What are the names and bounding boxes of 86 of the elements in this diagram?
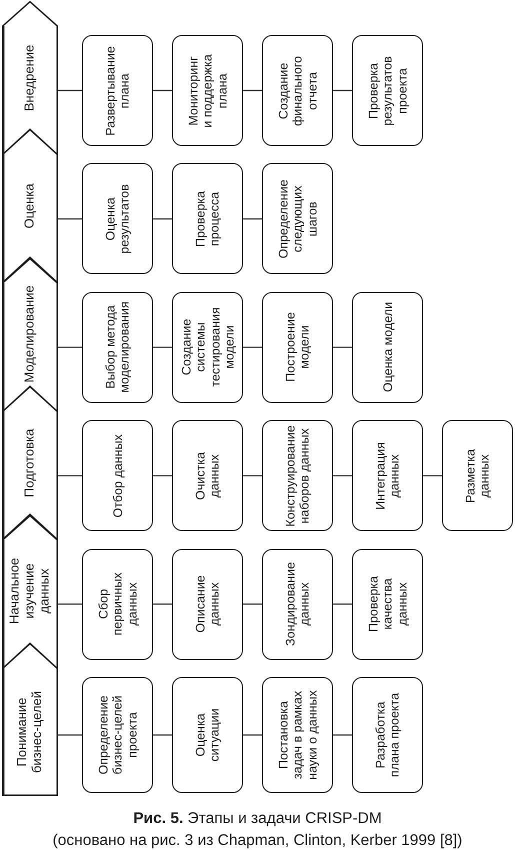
- connector-line: [423, 475, 442, 476]
- connector-line: [153, 604, 172, 605]
- task-label: Интеграция данных: [373, 440, 402, 512]
- connector-line: [243, 218, 262, 220]
- phase-label: Понимание бизнес-целей: [15, 690, 45, 776]
- caption-note: (основано на рис. 3 из Chapman, Clinton, Kerber 1999 [8]): [52, 832, 464, 849]
- task-label: Разметка данных: [463, 448, 492, 505]
- task-box: [262, 677, 333, 793]
- phase-band: [2, 386, 58, 540]
- phase-label: Моделирование: [22, 284, 38, 386]
- task-box: [352, 548, 423, 660]
- task-box: [82, 677, 153, 793]
- task-box: [352, 35, 423, 146]
- task-label: Определение бизнес-целей проекта: [96, 695, 140, 775]
- phase-label: Внедрение: [22, 43, 38, 113]
- connector-line: [243, 346, 262, 348]
- task-label: Зондирование данных: [283, 561, 312, 648]
- task-label: Проверка процесса: [193, 190, 222, 249]
- connector-line: [153, 218, 172, 220]
- connector-line: [243, 90, 262, 92]
- phase-band: [2, 514, 58, 668]
- task-box: [82, 292, 153, 403]
- connector-line: [333, 346, 352, 348]
- task-label: Создание системы тестирования модели: [178, 306, 236, 390]
- task-label: Очистка данных: [193, 450, 222, 502]
- phase-label: Подготовка: [22, 428, 38, 500]
- connector-line: [58, 90, 82, 92]
- task-box: [172, 35, 243, 146]
- task-box: [82, 548, 153, 660]
- task-label: Описание данных: [193, 574, 222, 635]
- task-box: [442, 420, 513, 532]
- task-label: Оценка модели: [380, 301, 395, 394]
- phase-label: Начальное изучение данных: [8, 557, 52, 626]
- task-box: [82, 420, 153, 532]
- task-label: Постановка задач в рамках науки о данных: [276, 689, 320, 782]
- task-box: [172, 420, 243, 532]
- connector-line: [58, 218, 82, 220]
- connector-line: [58, 346, 82, 348]
- task-label: Создание финального отчета: [276, 54, 320, 128]
- task-box: [172, 677, 243, 793]
- phase-band: [2, 258, 58, 412]
- connector-line: [333, 90, 352, 92]
- connector-line: [333, 475, 352, 476]
- task-label: Разработка плана проекта: [373, 692, 402, 780]
- task-box: [262, 548, 333, 660]
- task-box: [262, 35, 333, 146]
- task-label: Построение модели: [283, 312, 312, 384]
- connector-line: [333, 604, 352, 605]
- connector-line: [153, 734, 172, 736]
- phase-band: [2, 129, 58, 283]
- connector-line: [333, 734, 352, 736]
- task-box: [82, 163, 153, 274]
- task-label: Сбор первичных данных: [96, 572, 140, 638]
- phase-band: [2, 1, 58, 154]
- task-box: [262, 420, 333, 532]
- connector-line: [243, 475, 262, 476]
- task-box: [352, 292, 423, 403]
- task-label: Определение следующих шагов: [276, 178, 320, 260]
- connector-line: [243, 604, 262, 605]
- task-box: [172, 163, 243, 274]
- phase-label: Оценка: [22, 182, 38, 231]
- connector-line: [58, 475, 82, 476]
- task-box: [82, 35, 153, 146]
- connector-line: [153, 346, 172, 348]
- task-box: [172, 292, 243, 403]
- task-label: Мониторинг и поддержка плана: [186, 52, 230, 128]
- connector-line: [153, 90, 172, 92]
- task-box: [352, 420, 423, 532]
- task-label: Отбор данных: [110, 433, 125, 520]
- task-box: [172, 548, 243, 660]
- phase-band: [2, 643, 58, 796]
- connector-line: [58, 734, 82, 736]
- task-box: [262, 292, 333, 403]
- task-label: Оценка ситуации: [193, 707, 222, 764]
- connector-line: [243, 734, 262, 736]
- task-box: [352, 677, 423, 793]
- connector-line: [58, 604, 82, 605]
- task-label: Конструирование наборов данных: [283, 424, 312, 528]
- connector-line: [153, 475, 172, 476]
- task-label: Оценка результатов: [103, 183, 132, 256]
- task-box: [262, 163, 333, 274]
- figure-caption: Рис. 5. Этапы и задачи CRISP-DM: [132, 810, 383, 827]
- task-label: Развертывание плана: [103, 44, 132, 138]
- task-label: Проверка результатов проекта: [366, 54, 410, 128]
- task-label: Выбор метода моделирования: [103, 300, 132, 395]
- task-label: Проверка качества данных: [366, 575, 410, 634]
